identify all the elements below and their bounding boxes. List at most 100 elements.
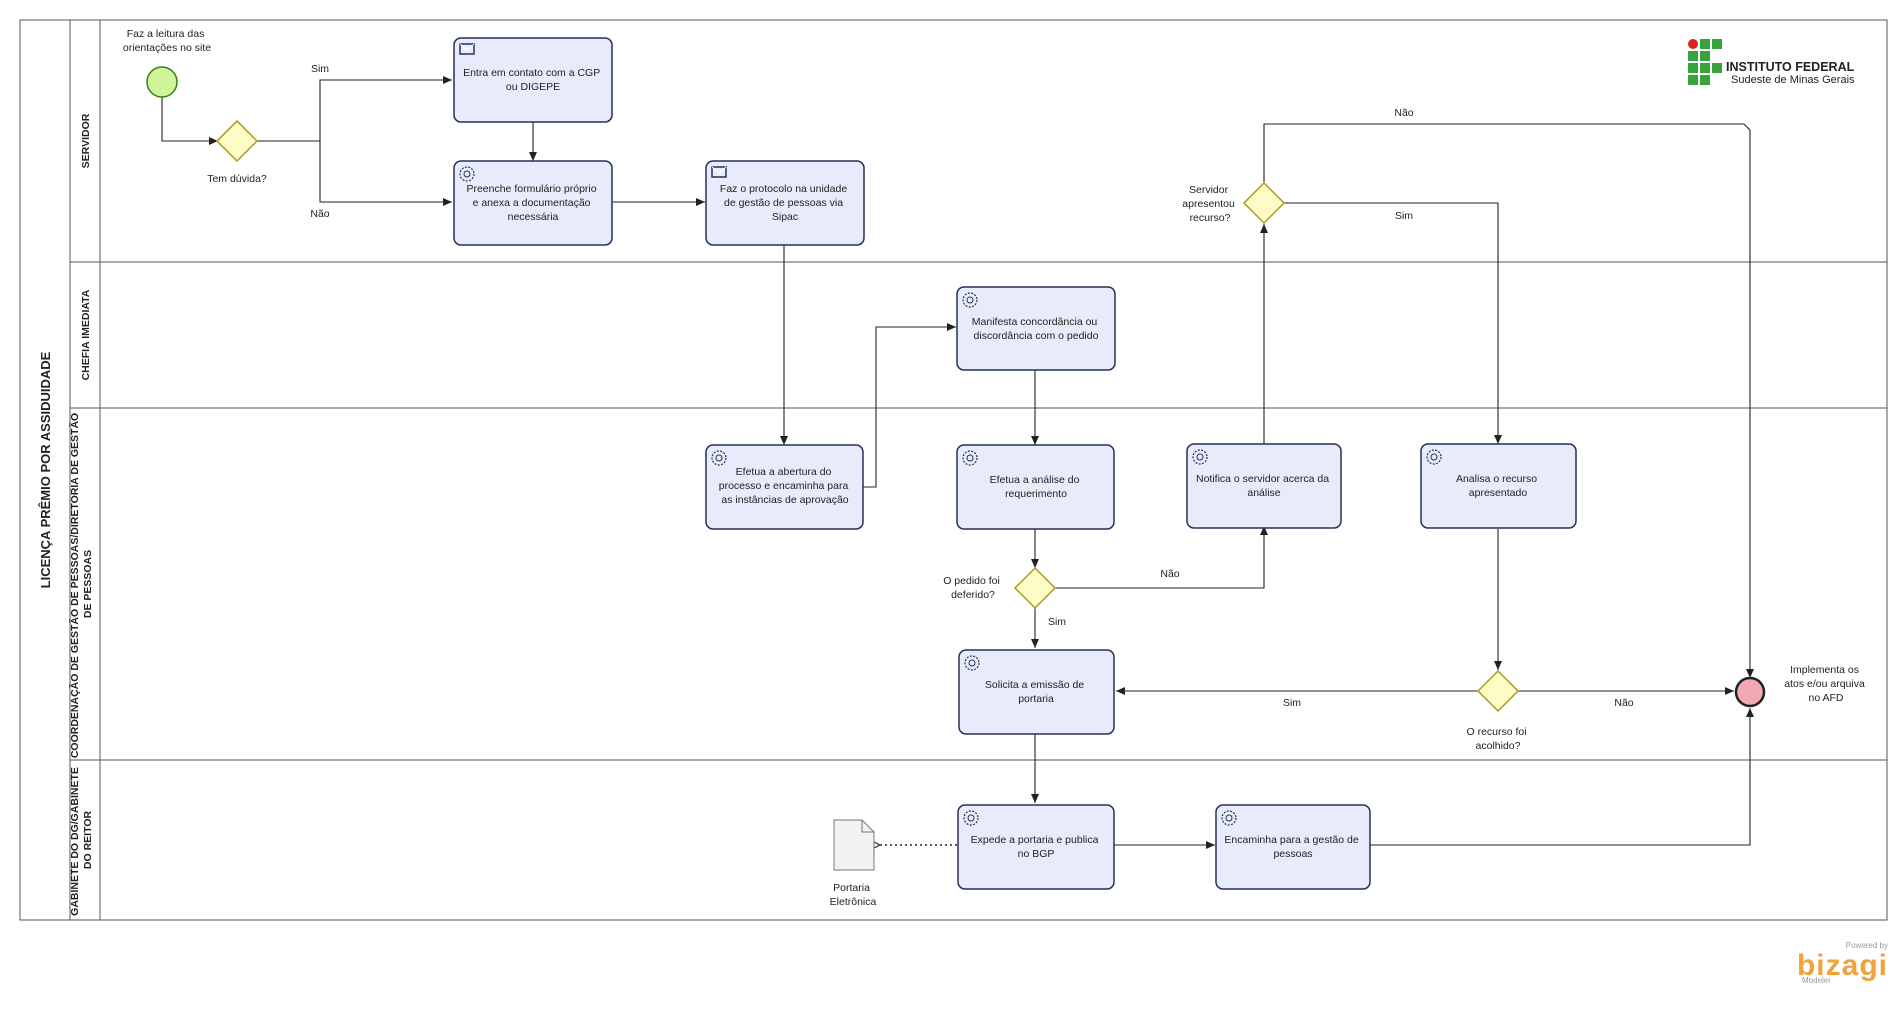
logo-square: [1688, 51, 1698, 61]
task-label: Efetua a abertura do processo e encaminh…: [719, 466, 852, 506]
gateway-recurso-acolhido[interactable]: O recurso foi acolhido?: [1466, 669, 1529, 752]
flow-label: Sim: [1283, 697, 1301, 709]
watermark-powered: Powered by: [1846, 941, 1888, 950]
gateway-tem-duvida[interactable]: Tem dúvida?: [207, 119, 267, 185]
task-preenche-formulario[interactable]: Preenche formulário próprio e anexa a do…: [453, 160, 613, 246]
task-label: Expede a portaria e publica no BGP: [971, 834, 1102, 860]
task-entra-em-contato[interactable]: Entra em contato com a CGP ou DIGEPE: [453, 37, 613, 123]
flow-label: Sim: [1395, 210, 1413, 222]
task-label: Solicita a emissão de portaria: [985, 679, 1087, 705]
flow-start-to-g1: [161, 97, 218, 145]
flow-label: Não: [1614, 697, 1633, 709]
start-event-circle[interactable]: [146, 66, 178, 98]
watermark-product: Modeler: [1802, 976, 1831, 985]
flow-label: Não: [1160, 568, 1179, 580]
gateway-label: Servidor apresentou recurso?: [1182, 184, 1237, 224]
task-notifica-servidor[interactable]: Notifica o servidor acerca da análise: [1186, 443, 1342, 529]
gateway-diamond[interactable]: [1013, 566, 1057, 610]
task-expede-portaria[interactable]: Expede a portaria e publica no BGP: [957, 804, 1115, 890]
task-solicita-emissao[interactable]: Solicita a emissão de portaria: [958, 649, 1115, 735]
task-efetua-abertura[interactable]: Efetua a abertura do processo e encaminh…: [705, 444, 864, 530]
institute-logo: INSTITUTO FEDERAL Sudeste de Minas Gerai…: [1688, 39, 1855, 86]
start-event[interactable]: Faz a leitura das orientações no site: [123, 28, 211, 98]
task-box[interactable]: [957, 804, 1115, 890]
task-analisa-recurso[interactable]: Analisa o recurso apresentado: [1420, 443, 1577, 529]
logo-square: [1688, 75, 1698, 85]
logo-campus: Sudeste de Minas Gerais: [1731, 74, 1855, 86]
gear-icon: [711, 450, 727, 466]
flow-g3-nao: [1055, 526, 1268, 589]
task-label: Notifica o servidor acerca da análise: [1196, 473, 1332, 499]
watermark-brand: bizagi: [1797, 949, 1888, 982]
gear-icon: [964, 655, 980, 671]
document-icon[interactable]: [833, 819, 875, 871]
task-encaminha-gestao[interactable]: Encaminha para a gestão de pessoas: [1215, 804, 1371, 890]
flow-label: Sim: [1048, 616, 1066, 628]
task-label: Manifesta concordância ou discordância c…: [972, 316, 1100, 342]
bizagi-watermark: Powered by bizagi Modeler: [1797, 941, 1888, 985]
data-object-label: Portaria Eletrônica: [830, 882, 877, 908]
pool-title: LICENÇA PRÊMIO POR ASSIDUIDADE: [38, 351, 53, 588]
task-box[interactable]: [958, 649, 1115, 735]
envelope-icon: [459, 43, 475, 55]
logo-square: [1700, 75, 1710, 85]
gateway-servidor-apresentou-recurso[interactable]: Servidor apresentou recurso?: [1182, 181, 1286, 225]
task-box[interactable]: [956, 286, 1116, 371]
data-object-portaria[interactable]: Portaria Eletrônica: [830, 819, 877, 908]
task-box[interactable]: [453, 37, 613, 123]
logo-square: [1712, 63, 1722, 73]
envelope-icon: [711, 166, 727, 178]
sequence-flows: [161, 76, 1754, 846]
logo-square: [1700, 39, 1710, 49]
gateway-label: O pedido foi deferido?: [943, 575, 1003, 601]
task-faz-o-protocolo[interactable]: Faz o protocolo na unidade de gestão de …: [705, 160, 865, 246]
task-box[interactable]: [1186, 443, 1342, 529]
start-event-label: Faz a leitura das orientações no site: [123, 28, 211, 54]
flow-t11-to-end: [1370, 708, 1754, 846]
task-label: Entra em contato com a CGP ou DIGEPE: [463, 67, 603, 93]
gear-icon: [1192, 449, 1208, 465]
task-box[interactable]: [705, 160, 865, 246]
gateway-diamond[interactable]: [1476, 669, 1520, 713]
gateway-label: O recurso foi acolhido?: [1466, 726, 1529, 752]
task-manifesta-concordancia[interactable]: Manifesta concordância ou discordância c…: [956, 286, 1116, 371]
flow-g2-sim: [1284, 202, 1502, 444]
flow-g2-nao: [1263, 123, 1754, 678]
task-box[interactable]: [956, 444, 1115, 530]
end-event[interactable]: Implementa os atos e/ou arquiva no AFD: [1734, 664, 1868, 708]
gateway-label: Tem dúvida?: [207, 173, 267, 185]
lane-title-coordenacao: COORDENAÇÃO DE GESTÃO DE PESSOAS/DIRETOR…: [68, 410, 94, 758]
flow-labels: Sim Não Não Sim Não Sim Sim Não: [310, 63, 1633, 709]
logo-name: INSTITUTO FEDERAL: [1726, 60, 1855, 74]
gear-icon: [1426, 449, 1442, 465]
gear-icon: [1221, 810, 1237, 826]
task-label: Analisa o recurso apresentado: [1456, 473, 1540, 499]
gear-icon: [963, 810, 979, 826]
gateway-diamond[interactable]: [1242, 181, 1286, 225]
task-label: Faz o protocolo na unidade de gestão de …: [720, 183, 850, 223]
gear-icon: [962, 450, 978, 466]
task-label: Efetua a análise do requerimento: [990, 474, 1083, 500]
flow-label: Não: [310, 208, 329, 220]
task-box[interactable]: [1215, 804, 1371, 890]
task-label: Preenche formulário próprio e anexa a do…: [466, 183, 599, 223]
end-event-circle[interactable]: [1734, 676, 1766, 708]
task-box[interactable]: [1420, 443, 1577, 529]
lane-title-gabinete: GABINETE DO DG/GABINETE DO REITOR: [69, 764, 94, 916]
task-efetua-analise[interactable]: Efetua a análise do requerimento: [956, 444, 1115, 530]
pool-border: [19, 19, 1888, 921]
logo-square: [1700, 51, 1710, 61]
task-label: Encaminha para a gestão de pessoas: [1224, 834, 1361, 860]
flow-g1-nao: [319, 141, 452, 206]
logo-square: [1700, 63, 1710, 73]
flow-g1-sim: [257, 76, 452, 142]
task-box[interactable]: [705, 444, 864, 530]
flow-label: Não: [1394, 107, 1413, 119]
logo-square: [1688, 63, 1698, 73]
gateway-diamond[interactable]: [215, 119, 259, 163]
lane-title-chefia: CHEFIA IMEDIATA: [80, 289, 92, 380]
pool: LICENÇA PRÊMIO POR ASSIDUIDADE SERVIDOR …: [19, 19, 1888, 921]
gateway-pedido-deferido[interactable]: O pedido foi deferido?: [943, 566, 1057, 610]
task-box[interactable]: [453, 160, 613, 246]
